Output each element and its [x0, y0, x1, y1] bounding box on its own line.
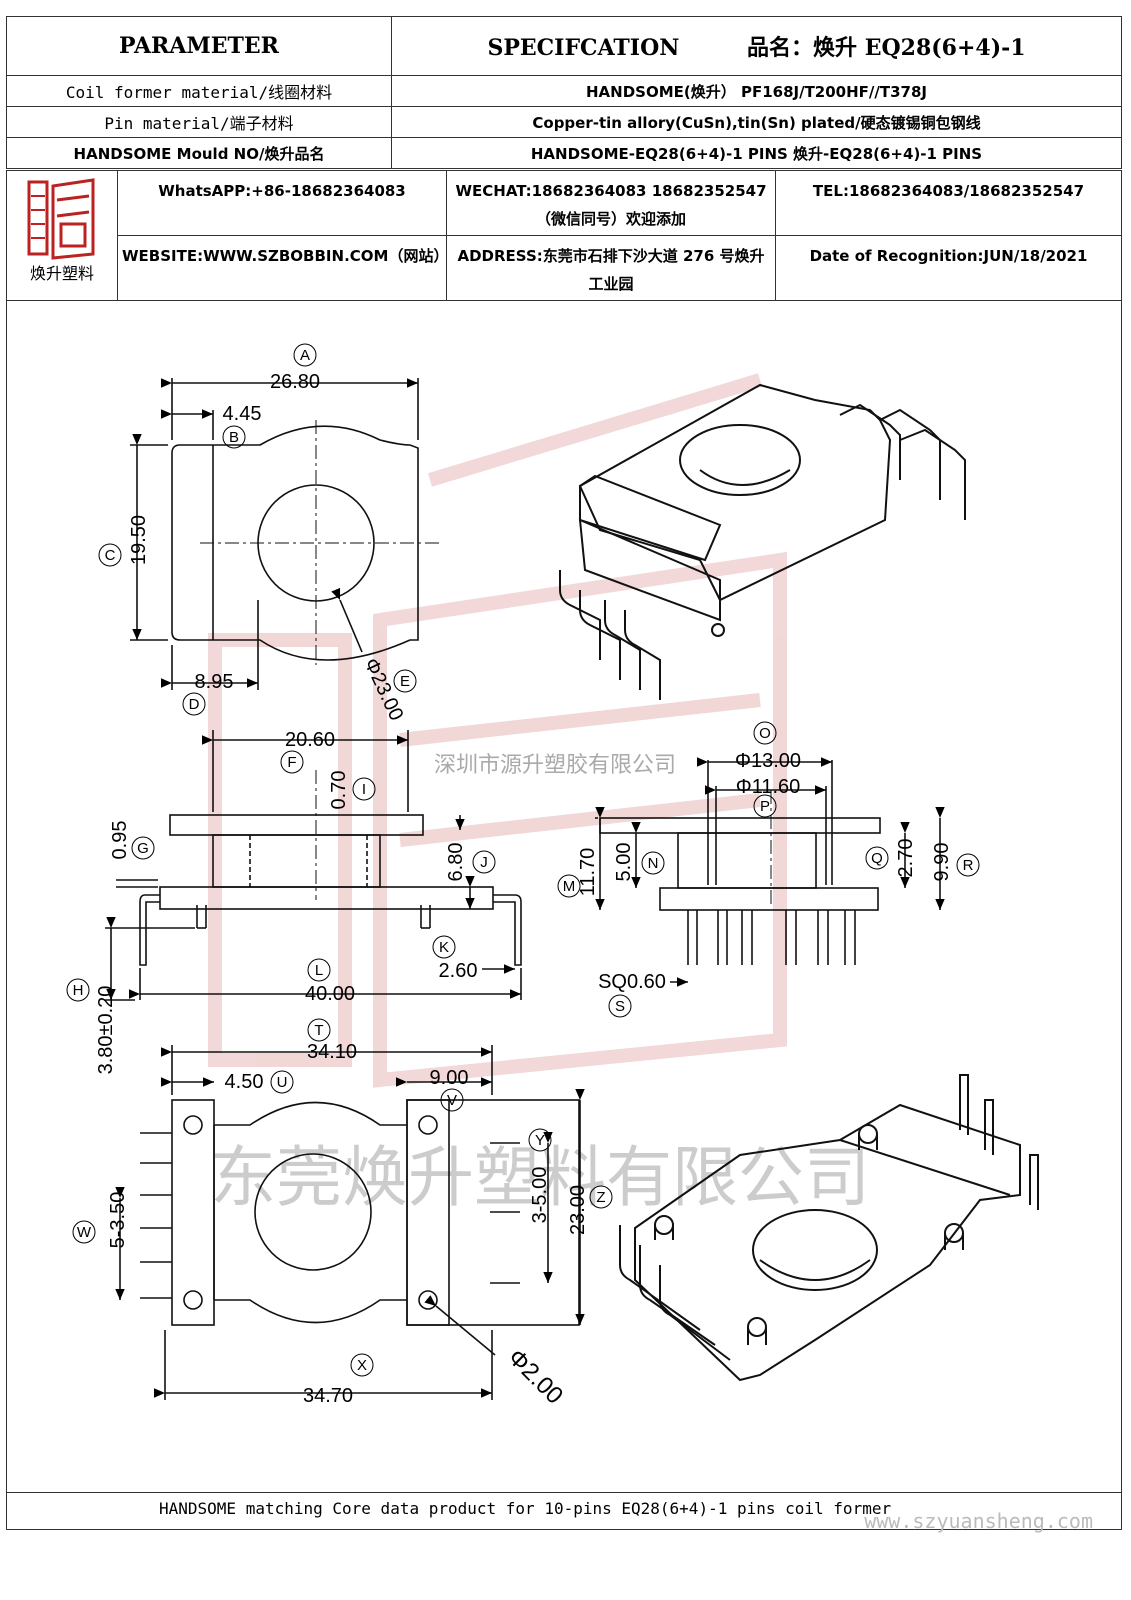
- dim-s: SQ0.60: [598, 971, 666, 993]
- letter-p: P: [760, 798, 770, 815]
- front-view: [595, 757, 945, 987]
- dim-p: Φ11.60: [736, 776, 801, 798]
- spec-header-table: PARAMETER SPECIFCATION 品名：焕升 EQ28(6+4)-1…: [6, 16, 1122, 169]
- parameter-title: PARAMETER: [6, 16, 392, 76]
- background-logo-watermark: [208, 373, 787, 1088]
- letter-f: F: [287, 754, 296, 771]
- dim-o: Φ13.00: [735, 750, 801, 772]
- dimension-labels: 26.80 4.45 19.50 8.95 Φ23.00 20.60 0.70 …: [95, 371, 953, 1410]
- letter-w: W: [77, 1224, 92, 1241]
- letter-k: K: [439, 939, 449, 956]
- footer-url-watermark: www.szyuansheng.com: [864, 1509, 1093, 1533]
- mould-no-label: HANDSOME Mould NO/焕升品名: [6, 137, 392, 169]
- dim-i: 0.70: [328, 771, 350, 810]
- watermark-top: 深圳市源升塑胶有限公司: [434, 752, 676, 777]
- spec-title: SPECIFCATION: [487, 35, 680, 61]
- dim-v: 9.00: [430, 1067, 469, 1089]
- letter-g: G: [137, 840, 149, 857]
- dim-t: 34.10: [307, 1041, 357, 1063]
- pin-material-value: Copper-tin allory(CuSn),tin(Sn) plated/硬…: [391, 106, 1122, 138]
- letter-x: X: [357, 1357, 367, 1374]
- letter-r: R: [963, 857, 974, 874]
- top-view: [130, 378, 440, 690]
- letter-e: E: [400, 673, 410, 690]
- logo-icon: [27, 177, 95, 260]
- dim-w: 5-3.50: [107, 1192, 129, 1249]
- letter-v: V: [447, 1092, 457, 1109]
- letter-u: U: [277, 1074, 288, 1091]
- isometric-view-top: [559, 383, 966, 700]
- dim-n: 5.00: [613, 843, 635, 882]
- letter-l: L: [315, 962, 323, 979]
- contact-table: 焕升塑料 WhatsAPP:+86-18682364083 WECHAT:186…: [6, 170, 1122, 301]
- letter-c: C: [105, 547, 116, 564]
- address: ADDRESS:东莞市石排下沙大道 276 号焕升工业园: [446, 235, 776, 301]
- side-view: [105, 730, 522, 1001]
- dim-b: 4.45: [223, 403, 262, 425]
- coil-material-label: Coil former material/线圈材料: [6, 75, 392, 107]
- footer: HANDSOME matching Core data product for …: [6, 1492, 1122, 1533]
- dim-r: 9.90: [931, 843, 953, 882]
- letter-z: Z: [596, 1189, 605, 1206]
- dim-k: 2.60: [439, 960, 478, 982]
- letter-h: H: [73, 982, 84, 999]
- letter-t: T: [314, 1022, 323, 1039]
- company-logo: 焕升塑料: [7, 176, 117, 296]
- letter-y: Y: [535, 1132, 545, 1149]
- letter-j: J: [480, 854, 488, 871]
- dim-u: 4.50: [225, 1071, 264, 1093]
- dim-x: 34.70: [303, 1385, 353, 1407]
- mould-no-value: HANDSOME-EQ28(6+4)-1 PINS 焕升-EQ28(6+4)-1…: [391, 137, 1122, 169]
- product-name: 品名：焕升 EQ28(6+4)-1: [747, 35, 1026, 61]
- letter-q: Q: [871, 850, 883, 867]
- letter-m: M: [563, 878, 576, 895]
- logo-caption: 焕升塑料: [29, 263, 94, 283]
- isometric-view-bottom: [619, 1074, 1039, 1382]
- letter-a: A: [300, 347, 310, 364]
- dim-z: 23.00: [567, 1185, 589, 1235]
- dim-q: 2.70: [895, 839, 917, 878]
- website: WEBSITE:WWW.SZBOBBIN.COM（网站）: [117, 235, 448, 301]
- bottom-view: [115, 1045, 585, 1400]
- dim-h: 3.80±0.20: [95, 986, 117, 1075]
- dim-d: 8.95: [195, 671, 234, 693]
- telephone: TEL:18682364083/18682352547: [775, 170, 1122, 236]
- dim-y: 3-5.00: [529, 1167, 551, 1224]
- footer-description: HANDSOME matching Core data product for …: [159, 1499, 892, 1518]
- reference-letters: A B C D E F I G J K L H O P N M Q R S T …: [66, 343, 980, 1377]
- letter-n: N: [648, 855, 659, 872]
- dim-hole: Φ2.00: [502, 1344, 568, 1410]
- spec-title-cell: SPECIFCATION 品名：焕升 EQ28(6+4)-1: [391, 16, 1122, 76]
- logo-cell: 焕升塑料: [6, 170, 118, 301]
- letter-s: S: [615, 998, 625, 1015]
- dim-m: 11.70: [577, 848, 599, 897]
- letter-o: O: [759, 725, 771, 742]
- wechat: WECHAT:18682364083 18682352547（微信同号）欢迎添加: [446, 170, 776, 236]
- letter-i: I: [362, 781, 366, 798]
- recognition-date: Date of Recognition:JUN/18/2021: [775, 235, 1122, 301]
- dim-j: 6.80: [445, 843, 467, 882]
- dim-c: 19.50: [128, 515, 150, 565]
- letter-d: D: [189, 696, 200, 713]
- dim-l: 40.00: [305, 983, 355, 1005]
- dim-f: 20.60: [285, 729, 335, 751]
- letter-b: B: [229, 429, 239, 446]
- dim-a: 26.80: [270, 371, 320, 393]
- dim-g: 0.95: [109, 821, 131, 860]
